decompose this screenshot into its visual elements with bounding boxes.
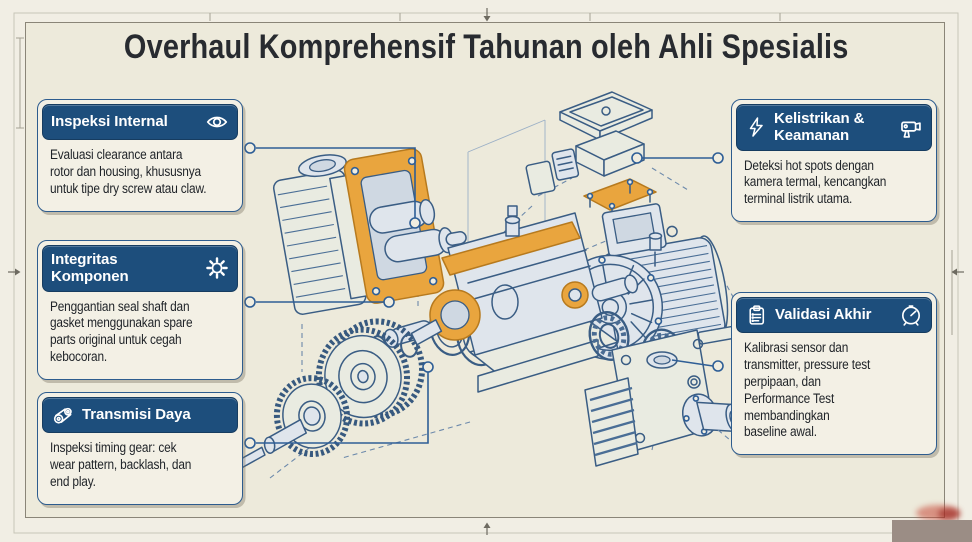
callout-header: Inspeksi Internal bbox=[42, 104, 238, 140]
cursor-overlay-block bbox=[892, 520, 972, 542]
callout-header: Transmisi Daya bbox=[42, 397, 238, 433]
callout-header: Validasi Akhir bbox=[736, 297, 932, 333]
callout-body: Kalibrasi sensor dan transmitter, pressu… bbox=[744, 340, 871, 440]
lightning-icon bbox=[749, 117, 763, 137]
gauge-icon bbox=[902, 305, 920, 326]
callout-validasi-akhir: Validasi Akhir Kalibrasi sensor dan tran… bbox=[731, 292, 937, 456]
callout-header: Kelistrikan & Keamanan bbox=[736, 104, 932, 151]
callout-title: Validasi Akhir bbox=[775, 306, 872, 324]
callout-body: Deteksi hot spots dengan kamera termal, … bbox=[744, 157, 887, 207]
callout-body: Evaluasi clearance antara rotor dan hous… bbox=[50, 147, 207, 196]
callout-title: Kelistrikan & Keamanan bbox=[774, 110, 865, 145]
belt-pulley-icon bbox=[53, 407, 72, 424]
ruler-ticks bbox=[209, 13, 781, 21]
red-smudge-dark bbox=[938, 508, 960, 520]
callout-header: Integritas Komponen bbox=[42, 245, 238, 292]
callout-title: Transmisi Daya bbox=[82, 406, 191, 424]
callout-title: Integritas Komponen bbox=[51, 251, 129, 286]
page-title-text: Overhaul Komprehensif Tahunan oleh Ahli … bbox=[123, 28, 849, 66]
gear-icon bbox=[206, 257, 228, 280]
callout-kelistrikan-keamanan: Kelistrikan & Keamanan Deteksi hot spots… bbox=[731, 99, 937, 223]
callout-inspeksi-internal: Inspeksi Internal Evaluasi clearance ant… bbox=[37, 99, 243, 212]
eye-icon bbox=[206, 116, 228, 128]
callout-transmisi-daya: Transmisi Daya Inspeksi timing gear: cek… bbox=[37, 392, 243, 505]
callout-body: Penggantian seal shaft dan gasket menggu… bbox=[50, 298, 193, 365]
callout-body: Inspeksi timing gear: cek wear pattern, … bbox=[50, 440, 192, 489]
page-title: Overhaul Komprehensif Tahunan oleh Ahli … bbox=[0, 28, 972, 67]
clipboard-icon bbox=[749, 305, 765, 325]
callout-integritas-komponen: Integritas Komponen Penggantian seal sha… bbox=[37, 240, 243, 380]
callout-title: Inspeksi Internal bbox=[51, 113, 168, 131]
thermal-camera-icon bbox=[901, 121, 921, 138]
